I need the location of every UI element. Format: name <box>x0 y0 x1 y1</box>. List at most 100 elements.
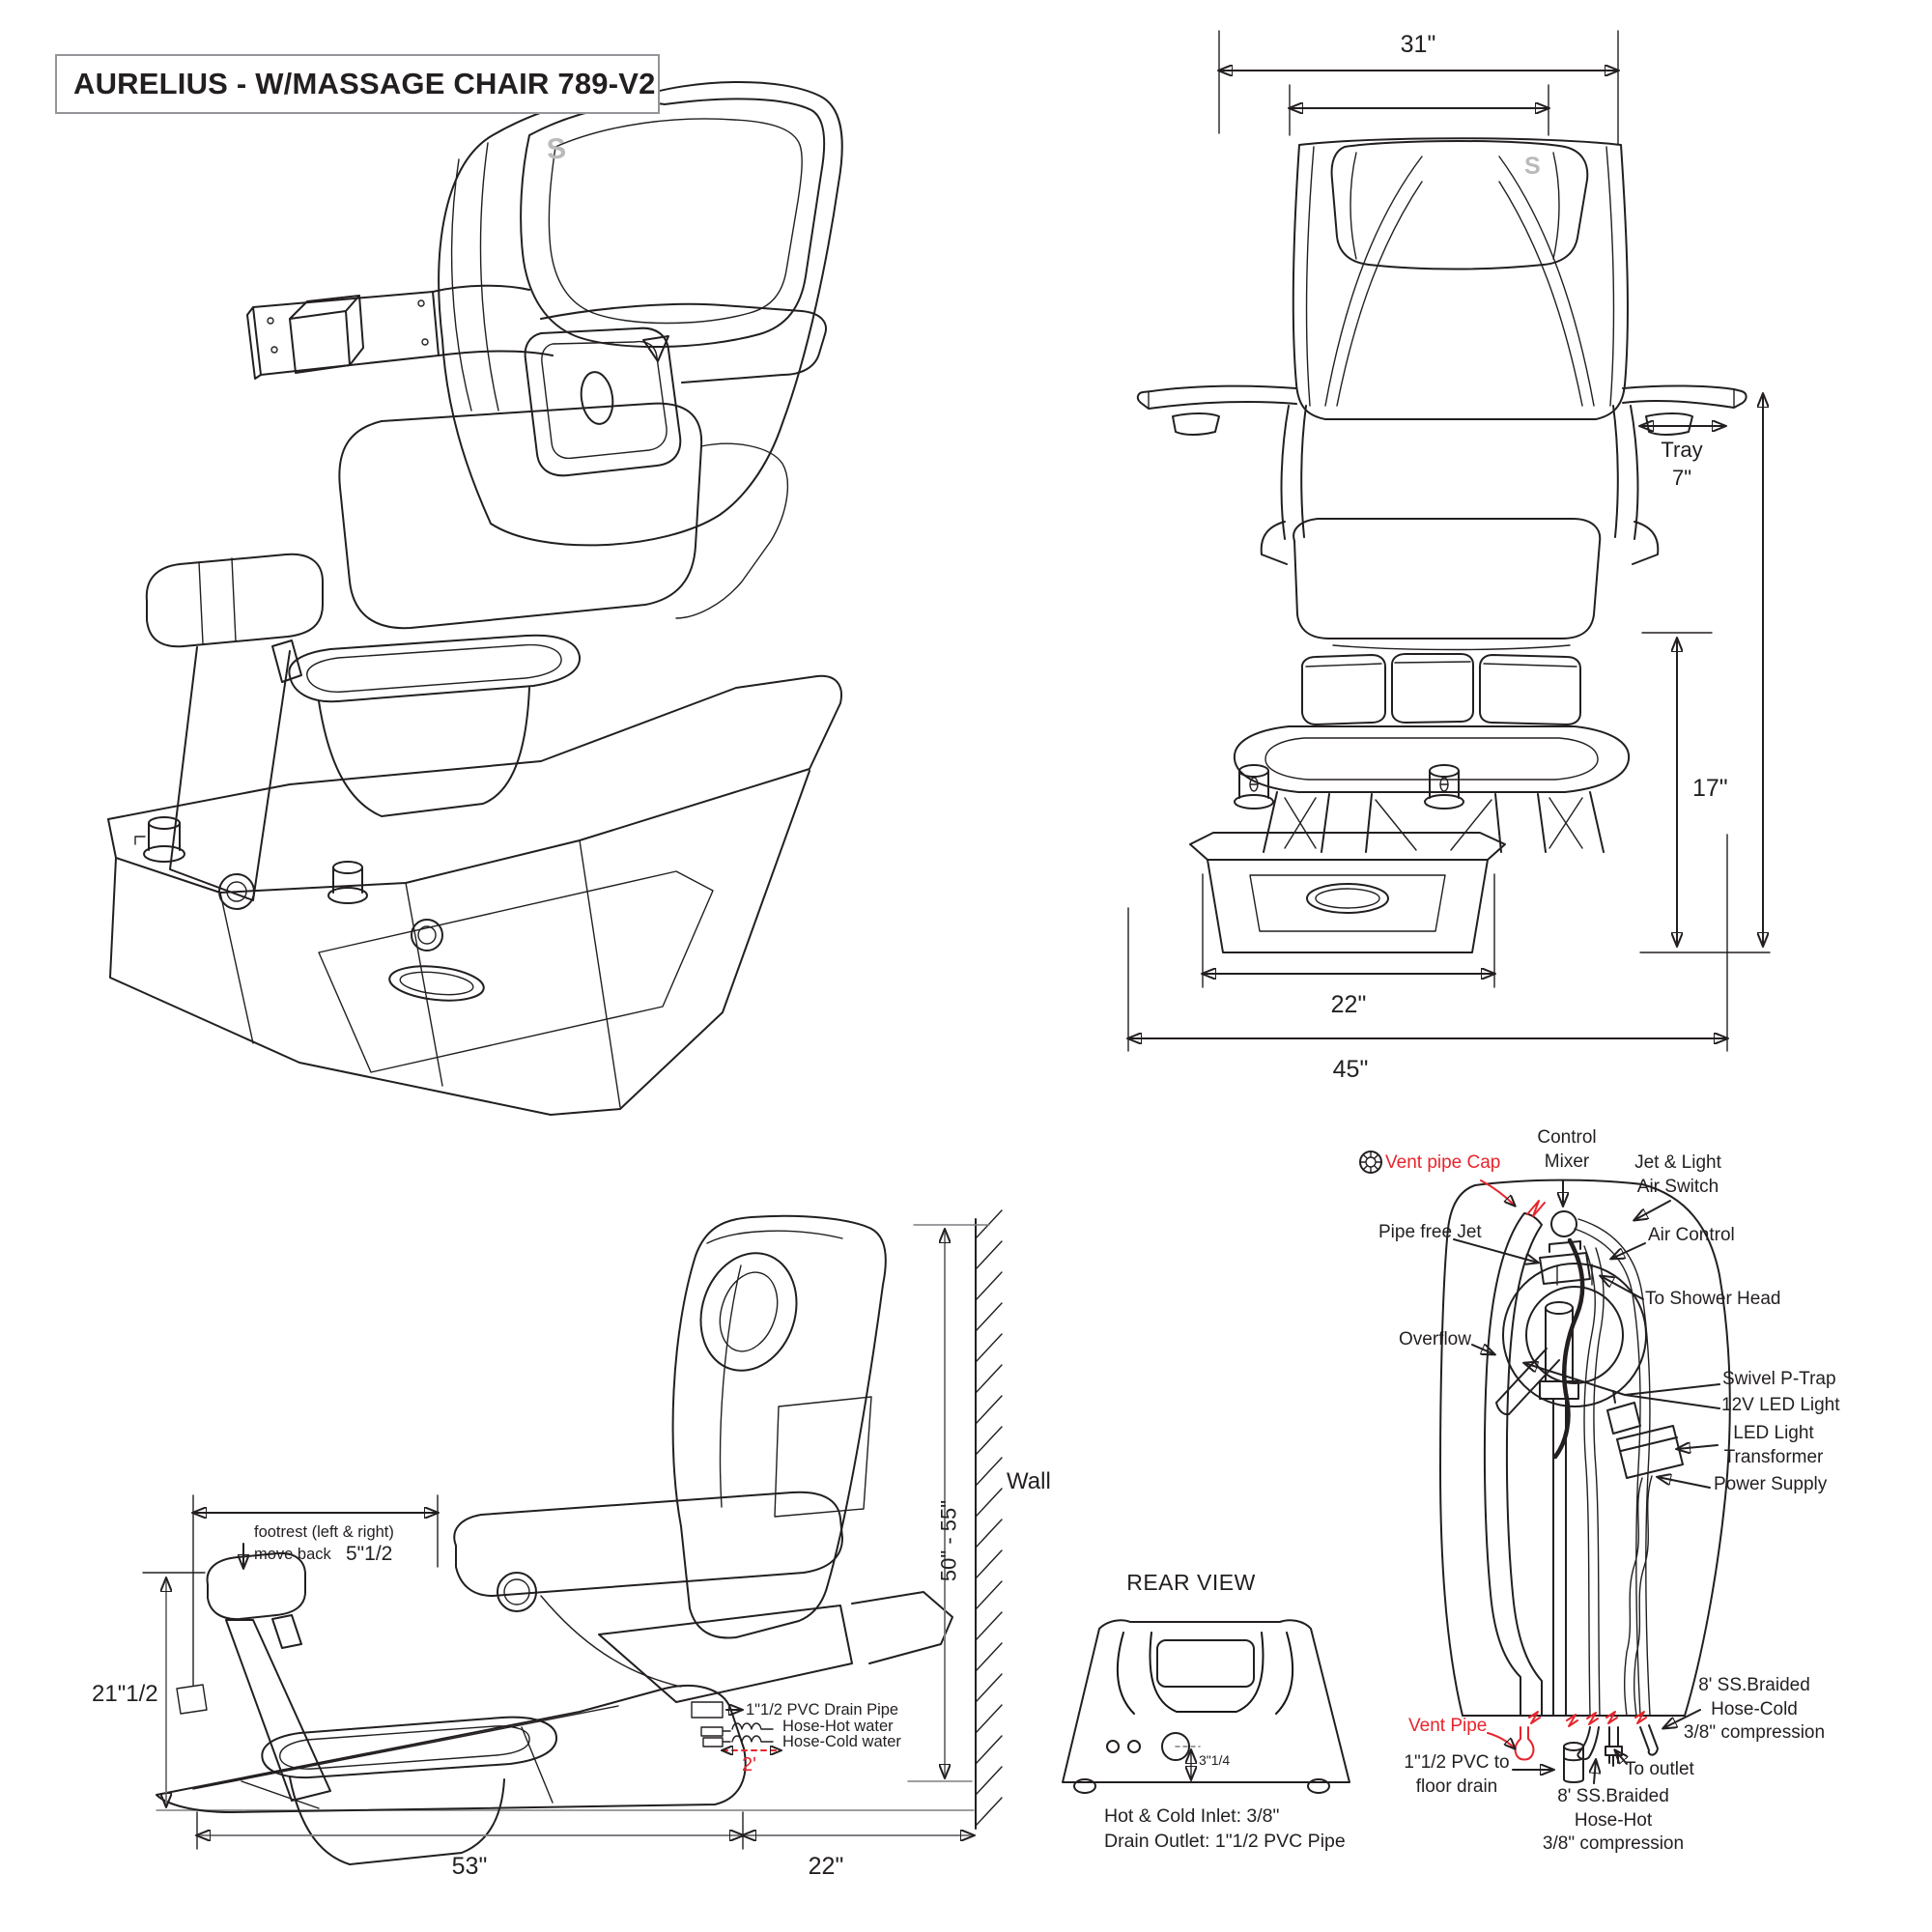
rear-view-title: REAR VIEW <box>1126 1570 1256 1595</box>
dim-2ft-label: 2' <box>742 1754 756 1776</box>
hose-hot-label: Hose-Hot water <box>782 1718 894 1735</box>
title-box: AURELIUS - W/MASSAGE CHAIR 789-V2 <box>55 54 660 114</box>
front-headrest <box>1330 140 1589 270</box>
swivel-p-trap-label: Swivel P-Trap <box>1722 1369 1836 1389</box>
front-bowl <box>1233 725 1631 853</box>
footrest <box>145 553 324 901</box>
dim-3-1-4-label: 3"1/4 <box>1199 1752 1231 1768</box>
vent-pipe-band <box>1483 1212 1543 1717</box>
plumbing-diagram <box>1359 1151 1731 1784</box>
rear-port-small-2 <box>1127 1740 1141 1753</box>
leader-arrows <box>1453 1179 1720 1784</box>
n-mark <box>1526 1200 1546 1217</box>
backrest-outline <box>438 80 843 547</box>
headrest-opening <box>520 98 826 348</box>
hose-cold-line2: Hose-Cold <box>1711 1698 1798 1719</box>
rear-note-drain: Drain Outlet: 1"1/2 PVC Pipe <box>1104 1831 1346 1852</box>
footrest-note-2: move back <box>254 1546 331 1563</box>
vent-pipe-arrow <box>1487 1732 1515 1748</box>
led-light-label: 12V LED Light <box>1721 1395 1840 1415</box>
front-armrest-left <box>1136 384 1307 565</box>
hose-hot-line1: 8' SS.Braided <box>1557 1786 1669 1806</box>
led-transformer-label: LED Light Transformer <box>1724 1422 1824 1469</box>
pvc-floor-stub <box>1563 1742 1584 1783</box>
jet-light-line1: Jet & Light <box>1634 1152 1721 1173</box>
overflow-label: Overflow <box>1399 1329 1471 1350</box>
rear-body <box>1062 1619 1350 1783</box>
pvc-floor-line2: floor drain <box>1415 1776 1498 1797</box>
dim-50-55-label: 50" - 55" <box>936 1499 961 1582</box>
tub-outline <box>1439 1179 1731 1717</box>
rear-handle-band <box>1149 1632 1264 1713</box>
left-armrest <box>246 284 554 380</box>
control-mixer-label: Control Mixer <box>1537 1126 1596 1174</box>
tray-label: Tray 7" <box>1661 437 1702 492</box>
power-supply-label: Power Supply <box>1714 1474 1828 1494</box>
cold-hose-end <box>1639 1724 1659 1756</box>
front-armrest-right <box>1612 384 1747 565</box>
dim-17-label: 17" <box>1692 775 1728 802</box>
drain-pipe-label: 1"1/2 PVC Drain Pipe <box>746 1701 899 1719</box>
hot-hose-end <box>1577 1726 1600 1761</box>
front-base <box>1189 832 1506 953</box>
bottom-fittings <box>1514 1711 1659 1783</box>
perspective-view <box>107 80 843 1116</box>
base-platform <box>107 674 842 1116</box>
dim-31-label: 31" <box>1400 31 1436 58</box>
front-seat <box>1293 518 1602 639</box>
tray-dim: 7" <box>1671 465 1692 490</box>
page-title: AURELIUS - W/MASSAGE CHAIR 789-V2 <box>73 67 656 100</box>
dim-53-label: 53" <box>451 1853 488 1880</box>
faucet-knob-left <box>134 816 185 863</box>
led-transformer-line1: LED Light <box>1733 1423 1814 1443</box>
tray-word: Tray <box>1661 438 1703 462</box>
side-view <box>142 1209 1003 1865</box>
right-armrest-tray <box>524 302 827 477</box>
hose-hot-braided-label: 8' SS.Braided Hose-Hot 3/8" compression <box>1543 1785 1684 1857</box>
hose-hot-line2: Hose-Hot <box>1574 1809 1653 1831</box>
tray-triangle-mark <box>642 335 669 362</box>
jet-light-line2: Air Switch <box>1636 1176 1719 1197</box>
front-view <box>1128 30 1771 1052</box>
basin-outer <box>1502 1263 1647 1407</box>
to-outlet-label: To outlet <box>1625 1759 1694 1779</box>
control-mixer-line2: Mixer <box>1544 1151 1590 1172</box>
rear-foot-left <box>1073 1778 1096 1794</box>
rear-view <box>1062 1619 1350 1794</box>
hose-hot-line3: 3/8" compression <box>1542 1833 1685 1855</box>
control-mixer-line1: Control <box>1537 1127 1597 1148</box>
brand-logo-perspective: S <box>545 132 568 166</box>
front-knob-right <box>1424 764 1464 810</box>
to-shower-head-label: To Shower Head <box>1645 1289 1781 1309</box>
vent-pipe-cap-icon <box>1359 1151 1382 1174</box>
wall-label: Wall <box>1007 1468 1051 1494</box>
dim-21-label: 21"1/2 <box>92 1681 158 1707</box>
led-transformer-line2: Transformer <box>1723 1446 1824 1467</box>
footrest-dim: 5"1/2 <box>346 1543 393 1565</box>
dim-22b-label: 22" <box>808 1853 844 1880</box>
wall <box>975 1209 1003 1830</box>
footrest-note-1: footrest (left & right) <box>254 1523 394 1541</box>
control-mixer-knob <box>1550 1210 1577 1237</box>
dim-22-label: 22" <box>1330 991 1367 1018</box>
dim-45-label: 45" <box>1332 1056 1369 1083</box>
seat-cushion <box>338 402 703 630</box>
hose-cold-label: Hose-Cold water <box>782 1733 901 1750</box>
front-knob-left <box>1234 764 1274 810</box>
hose-cold-line1: 8' SS.Braided <box>1698 1675 1810 1695</box>
hose-cold-braided-label: 8' SS.Braided Hose-Cold 3/8" compression <box>1684 1674 1825 1746</box>
bowl <box>288 634 582 817</box>
drain-assembly <box>1495 1301 1579 1717</box>
pvc-floor-drain-label: 1"1/2 PVC to floor drain <box>1404 1751 1509 1799</box>
pvc-floor-line1: 1"1/2 PVC to <box>1404 1752 1510 1773</box>
basin-inner <box>1525 1286 1624 1384</box>
rear-port-small-1 <box>1106 1740 1120 1753</box>
air-control-label: Air Control <box>1648 1225 1735 1245</box>
vent-pipe-label: Vent Pipe <box>1408 1716 1488 1736</box>
front-footrest-cushions <box>1300 653 1581 725</box>
vent-pipe-outlet <box>1514 1726 1535 1761</box>
faucet-knob-right <box>327 861 368 904</box>
pipe-free-jet-block <box>1539 1240 1591 1285</box>
